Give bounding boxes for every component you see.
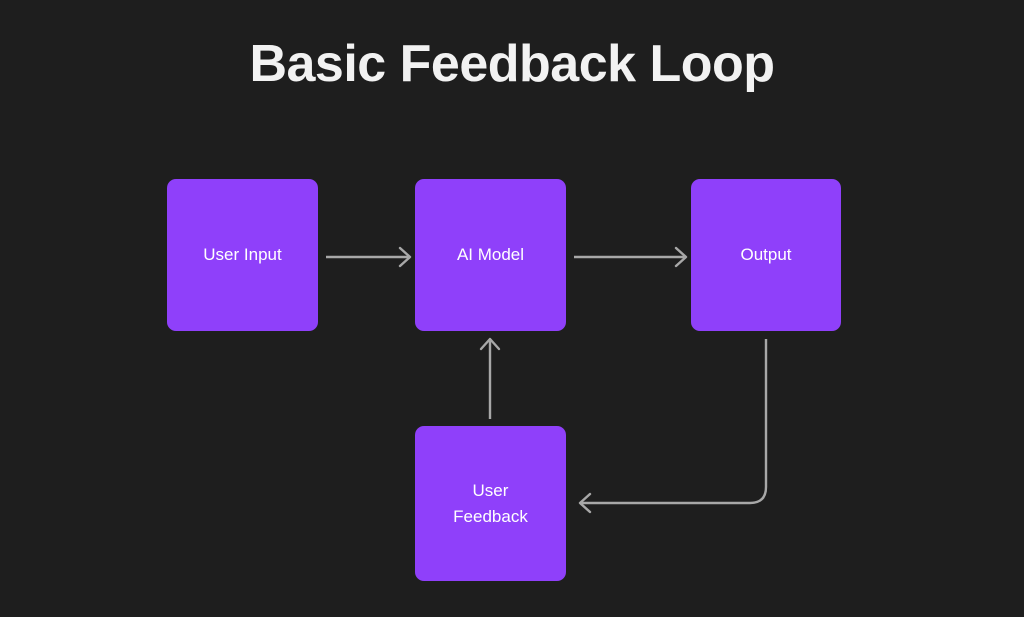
arrow-ai-model-to-output (574, 246, 688, 268)
arrow-output-to-user-feedback (578, 339, 768, 514)
node-user-input[interactable]: User Input (167, 179, 318, 331)
arrow-user-input-to-ai-model (326, 246, 412, 268)
node-output[interactable]: Output (691, 179, 841, 331)
arrow-user-feedback-to-ai-model (479, 337, 501, 419)
node-user-feedback-label: User Feedback (453, 480, 528, 526)
node-ai-model[interactable]: AI Model (415, 179, 566, 331)
node-output-label: Output (740, 245, 792, 264)
page-title: Basic Feedback Loop (249, 35, 775, 93)
node-ai-model-label: AI Model (456, 245, 525, 264)
node-user-input-label: User Input (203, 245, 282, 264)
node-user-feedback[interactable]: User Feedback (415, 426, 566, 581)
